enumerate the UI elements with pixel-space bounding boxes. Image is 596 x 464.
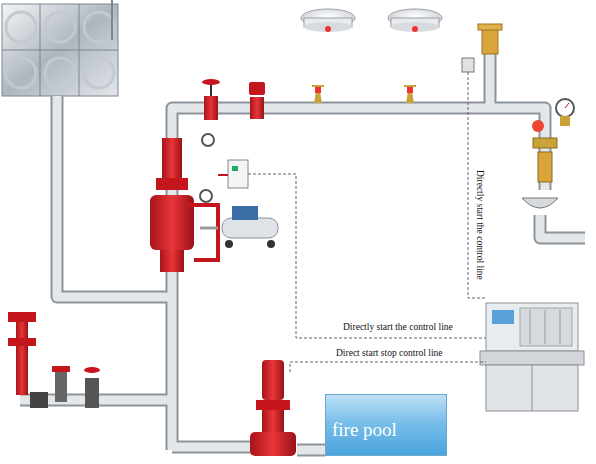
control-line-label: Directly start the control line [475, 170, 485, 280]
pipe-network [20, 40, 585, 450]
control-line-label: Directly start the control line [343, 322, 453, 332]
water-tank [2, 0, 118, 96]
water-pool-box: fire pool [325, 394, 447, 456]
preaction-valve-group [150, 134, 248, 272]
end-test-device [522, 99, 574, 208]
sprinkler [404, 86, 416, 103]
gate-valve [202, 79, 220, 120]
smoke-detector [388, 9, 442, 32]
control-line-label: Direct start stop control line [336, 348, 443, 358]
sprinkler [312, 86, 324, 103]
node-text: fire pool [332, 419, 442, 441]
pump-adapter [8, 312, 100, 408]
air-compressor [200, 206, 278, 248]
control-line [248, 72, 486, 372]
signal-butterfly-valve [249, 82, 265, 119]
fire-pump [250, 360, 296, 456]
fire-control-panel [480, 303, 584, 411]
smoke-detector [301, 9, 355, 32]
exhaust-valve [462, 24, 502, 72]
